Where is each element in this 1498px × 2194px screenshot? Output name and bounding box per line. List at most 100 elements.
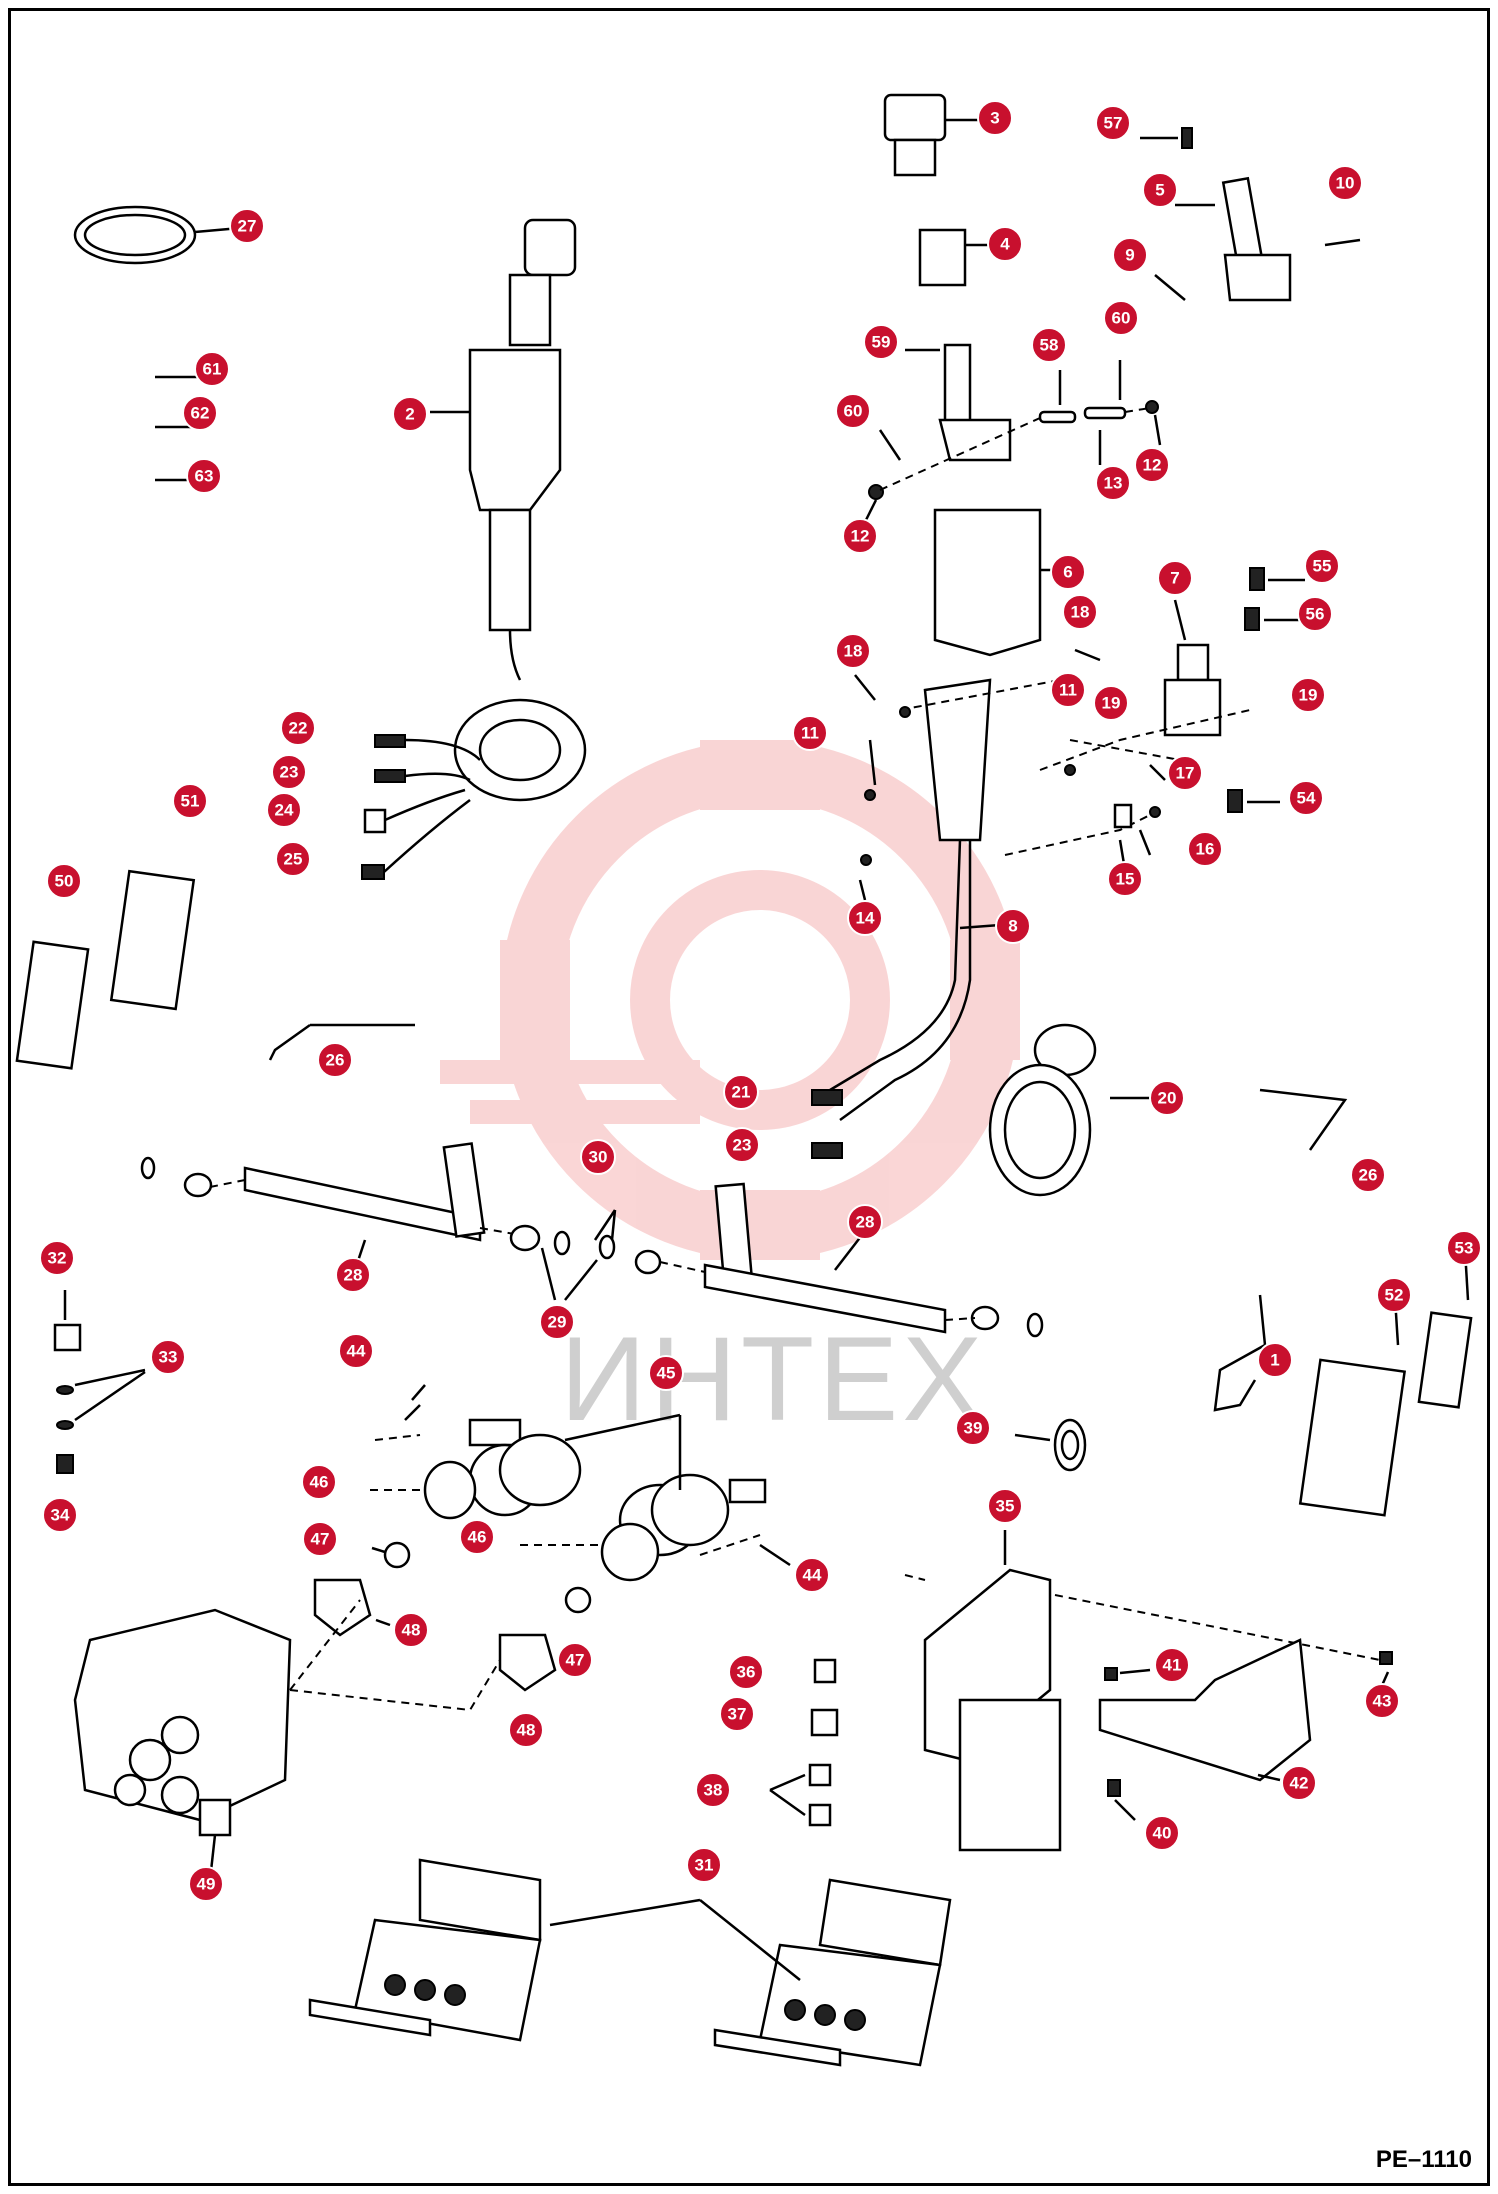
callout-marker-47[interactable]: 47 [302, 1521, 338, 1557]
callout-marker-58[interactable]: 58 [1031, 327, 1067, 363]
callout-marker-32[interactable]: 32 [39, 1240, 75, 1276]
callout-marker-26[interactable]: 26 [317, 1042, 353, 1078]
callout-circle [301, 1464, 337, 1500]
callout-marker-11[interactable]: 11 [792, 715, 828, 751]
callout-marker-46[interactable]: 46 [301, 1464, 337, 1500]
callout-marker-15[interactable]: 15 [1107, 861, 1143, 897]
decal-53-part [1417, 1311, 1473, 1409]
callout-label: 3 [990, 109, 999, 128]
callout-marker-36[interactable]: 36 [728, 1654, 764, 1690]
callout-marker-51[interactable]: 51 [172, 783, 208, 819]
callout-marker-9[interactable]: 9 [1112, 237, 1148, 273]
callout-marker-49[interactable]: 49 [188, 1866, 224, 1902]
callout-marker-40[interactable]: 40 [1144, 1815, 1180, 1851]
callout-marker-28[interactable]: 28 [335, 1257, 371, 1293]
callout-circle [1290, 677, 1326, 713]
callout-marker-8[interactable]: 8 [995, 908, 1031, 944]
callout-marker-57[interactable]: 57 [1095, 105, 1131, 141]
callout-circle [338, 1333, 374, 1369]
callout-marker-38[interactable]: 38 [695, 1772, 731, 1808]
callout-marker-61[interactable]: 61 [194, 351, 230, 387]
callout-label: 9 [1125, 246, 1134, 265]
callout-marker-42[interactable]: 42 [1281, 1765, 1317, 1801]
callout-marker-26[interactable]: 26 [1350, 1157, 1386, 1193]
callout-marker-27[interactable]: 27 [229, 208, 265, 244]
callout-marker-53[interactable]: 53 [1446, 1230, 1482, 1266]
callout-marker-43[interactable]: 43 [1364, 1683, 1400, 1719]
callout-circle [1288, 780, 1324, 816]
callout-marker-48[interactable]: 48 [508, 1712, 544, 1748]
callout-circle [1149, 1080, 1185, 1116]
callout-marker-19[interactable]: 19 [1290, 677, 1326, 713]
callout-marker-30[interactable]: 30 [580, 1139, 616, 1175]
callout-marker-37[interactable]: 37 [719, 1696, 755, 1732]
callout-marker-24[interactable]: 24 [266, 792, 302, 828]
callout-marker-5[interactable]: 5 [1142, 172, 1178, 208]
callout-marker-41[interactable]: 41 [1154, 1647, 1190, 1683]
callout-label: 33 [159, 1348, 178, 1367]
callout-label: 51 [181, 792, 200, 811]
callout-marker-23[interactable]: 23 [724, 1127, 760, 1163]
callout-marker-28[interactable]: 28 [847, 1204, 883, 1240]
callout-marker-22[interactable]: 22 [280, 710, 316, 746]
callout-marker-7[interactable]: 7 [1157, 560, 1193, 596]
callout-marker-39[interactable]: 39 [955, 1410, 991, 1446]
callout-circle [150, 1339, 186, 1375]
callout-marker-18[interactable]: 18 [835, 633, 871, 669]
callout-label: 26 [326, 1051, 345, 1070]
watermark-text: ИНТЕХ [560, 1312, 986, 1446]
callout-marker-35[interactable]: 35 [987, 1488, 1023, 1524]
callout-marker-11[interactable]: 11 [1050, 672, 1086, 708]
callout-label: 59 [872, 333, 891, 352]
callout-marker-13[interactable]: 13 [1095, 465, 1131, 501]
callout-marker-52[interactable]: 52 [1376, 1277, 1412, 1313]
callout-circle [719, 1696, 755, 1732]
callout-marker-44[interactable]: 44 [338, 1333, 374, 1369]
callout-marker-55[interactable]: 55 [1304, 548, 1340, 584]
callout-marker-14[interactable]: 14 [847, 900, 883, 936]
callout-marker-31[interactable]: 31 [686, 1847, 722, 1883]
callout-marker-34[interactable]: 34 [42, 1497, 78, 1533]
callout-marker-10[interactable]: 10 [1327, 165, 1363, 201]
callout-marker-44[interactable]: 44 [794, 1557, 830, 1593]
callout-label: 12 [851, 527, 870, 546]
callout-marker-60[interactable]: 60 [835, 393, 871, 429]
callout-marker-48[interactable]: 48 [393, 1612, 429, 1648]
callout-marker-18[interactable]: 18 [1062, 594, 1098, 630]
callout-marker-3[interactable]: 3 [977, 100, 1013, 136]
callout-marker-16[interactable]: 16 [1187, 831, 1223, 867]
callout-marker-23[interactable]: 23 [271, 754, 307, 790]
callout-circle [280, 710, 316, 746]
callout-label: 19 [1102, 694, 1121, 713]
callout-label: 29 [548, 1313, 567, 1332]
callout-marker-19[interactable]: 19 [1093, 685, 1129, 721]
callout-marker-2[interactable]: 2 [392, 396, 428, 432]
callout-marker-21[interactable]: 21 [723, 1074, 759, 1110]
callout-label: 38 [704, 1781, 723, 1800]
callout-marker-1[interactable]: 1 [1257, 1342, 1293, 1378]
callout-marker-17[interactable]: 17 [1167, 755, 1203, 791]
callout-marker-47[interactable]: 47 [557, 1642, 593, 1678]
callout-circle [835, 633, 871, 669]
callout-label: 50 [55, 872, 74, 891]
callout-marker-45[interactable]: 45 [648, 1355, 684, 1391]
callout-marker-63[interactable]: 63 [186, 458, 222, 494]
callout-label: 49 [197, 1875, 216, 1894]
callout-marker-56[interactable]: 56 [1297, 596, 1333, 632]
callout-marker-59[interactable]: 59 [863, 324, 899, 360]
callout-marker-6[interactable]: 6 [1050, 554, 1086, 590]
callout-marker-12[interactable]: 12 [1134, 447, 1170, 483]
callout-marker-20[interactable]: 20 [1149, 1080, 1185, 1116]
callout-marker-50[interactable]: 50 [46, 863, 82, 899]
callout-circle [686, 1847, 722, 1883]
callout-marker-33[interactable]: 33 [150, 1339, 186, 1375]
callout-marker-54[interactable]: 54 [1288, 780, 1324, 816]
callout-marker-46[interactable]: 46 [459, 1519, 495, 1555]
callout-marker-29[interactable]: 29 [539, 1304, 575, 1340]
callout-marker-25[interactable]: 25 [275, 841, 311, 877]
callout-marker-4[interactable]: 4 [987, 226, 1023, 262]
callout-marker-60[interactable]: 60 [1103, 300, 1139, 336]
callout-circle [182, 395, 218, 431]
callout-marker-62[interactable]: 62 [182, 395, 218, 431]
callout-marker-12[interactable]: 12 [842, 518, 878, 554]
